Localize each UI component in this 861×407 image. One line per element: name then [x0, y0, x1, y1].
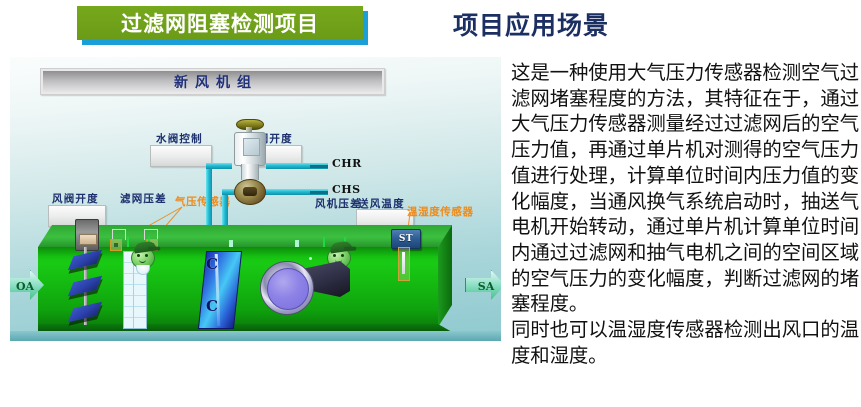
label-supply-air-temp: 送风温度: [358, 198, 405, 210]
valve-actuator-body: [234, 132, 266, 166]
project-title-banner: 过滤网阻塞检测项目: [77, 6, 368, 45]
duct-dot-2: [309, 257, 312, 260]
body-paragraph-2: 同时也可以温湿度传感器检测出风口的温度和湿度。: [511, 318, 859, 367]
damper-actuator[interactable]: [75, 219, 99, 251]
label-water-valve-control: 水阀控制: [156, 133, 203, 145]
valve-neck: [241, 164, 259, 180]
ahu-panel-title-inner: 新风机组: [43, 71, 382, 92]
temp-humidity-sensor-box: ST: [391, 229, 421, 249]
pressure-tap-upstream: [110, 239, 122, 251]
banner-box: 过滤网阻塞检测项目: [77, 6, 363, 40]
fan-sensor-leg-1: [323, 237, 325, 247]
callout-temp-humidity-sensor: 温湿度传感器: [407, 206, 474, 218]
temp-sensor-tag-label: ST: [398, 234, 414, 244]
pipe-chr-vertical: [206, 163, 212, 239]
supply-fan: [260, 257, 350, 315]
duct-tap-1: [229, 240, 233, 247]
coil-marker-bottom: C: [206, 297, 218, 315]
pipe-chs-horizontal: [242, 189, 328, 195]
pipe-chr-horizontal: [266, 163, 328, 169]
valve-ball-body: [234, 179, 266, 205]
pipe-label-chs: CHS: [332, 183, 361, 196]
section-title: 项目应用场景: [453, 11, 610, 40]
valve-stem: [246, 127, 252, 134]
pipe-chs-vertical: [222, 189, 228, 239]
pipe-chr-terminator: [310, 164, 328, 168]
duct-top-surface: [38, 225, 452, 247]
duct-bottom-lip: [38, 324, 452, 332]
supply-air-label: SA: [477, 279, 495, 293]
body-text-block: 这是一种使用大气压力传感器检测空气过滤网堵塞程度的方法，其特征在于，通过大气压力…: [511, 60, 859, 368]
supply-air-arrow: SA: [465, 270, 501, 300]
fan-scroll: [260, 261, 314, 315]
valve-window: [243, 138, 260, 156]
water-control-valve[interactable]: [232, 119, 266, 207]
pipe-chs-elbow: [222, 189, 244, 195]
field-water-valve-control[interactable]: [150, 145, 212, 167]
pipe-label-chr: CHR: [332, 157, 362, 170]
banner-title-text: 过滤网阻塞检测项目: [121, 12, 319, 36]
ahu-panel-title-text: 新风机组: [174, 74, 258, 91]
ahu-panel-title-bar: 新风机组: [40, 68, 385, 95]
coil-marker-top: C: [206, 255, 218, 273]
filter-bracket-right: [144, 229, 158, 240]
pipe-chr-elbow: [206, 163, 232, 169]
filter-pressure-sensor-icon: [130, 240, 157, 275]
label-filter-pressure-diff: 滤网压差: [120, 193, 167, 205]
diagram-bottom-edge: [10, 331, 501, 341]
filter-bracket-left: [112, 229, 126, 240]
body-paragraph-1: 这是一种使用大气压力传感器检测空气过滤网堵塞程度的方法，其特征在于，通过大气压力…: [511, 61, 859, 316]
label-damper-opening: 风阀开度: [52, 193, 99, 205]
pipe-chs-terminator: [310, 190, 328, 194]
label-fan-pressure-diff: 风机压差: [315, 198, 362, 210]
duct-right-side: [438, 225, 452, 327]
filter-sensor-leg-1: [127, 237, 129, 247]
outside-air-label: OA: [15, 279, 35, 293]
callout-air-pressure-sensor: 气压传感器: [175, 196, 231, 208]
duct-tap-2: [295, 240, 299, 247]
fan-impeller: [267, 268, 309, 310]
temp-sensor-probe: [398, 247, 410, 281]
hvac-ahu-diagram: 新风机组 水阀控制 水阀开度 风阀开度 滤网压差 风机压差 送风温度 气压传感器…: [10, 57, 501, 341]
